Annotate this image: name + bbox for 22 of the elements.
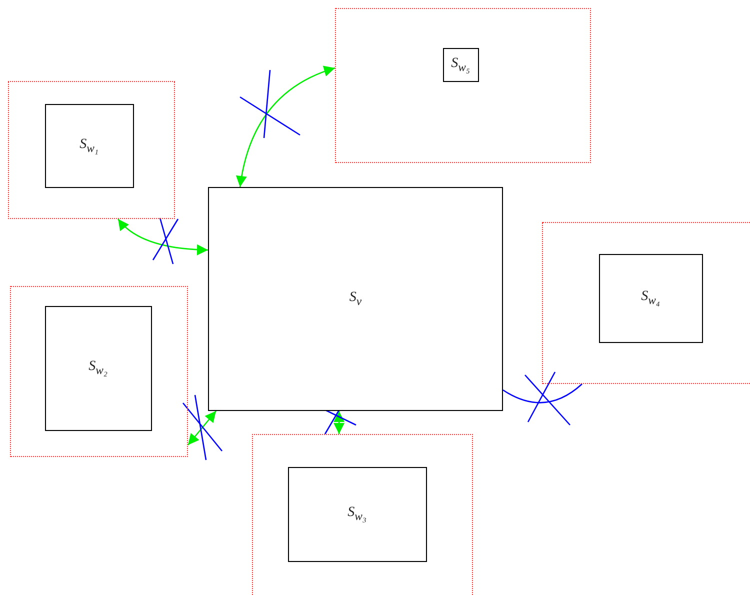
set-label: S$_{w₄}$ [641,289,660,307]
dotted-region [335,8,591,163]
set-label: S$_{w₃}$ [348,505,366,523]
set-label: S$_{w₅}$ [451,56,470,74]
double-arrow [188,410,216,446]
set-box [288,466,426,562]
set-box [442,48,478,82]
set-box [598,254,702,342]
set-box [44,104,134,188]
dotted-region [10,286,188,457]
set-label: S$_{w₂}$ [88,359,108,377]
set-label: S$_{v}$ [349,290,362,308]
dotted-region [8,81,175,219]
dotted-region [542,222,750,384]
dotted-region [252,434,473,595]
double-arrow [334,411,344,434]
double-arrow [118,218,208,256]
set-box [208,187,503,411]
double-arrow [236,66,336,188]
set-label: S$_{w₁}$ [80,136,98,154]
curved-line [502,384,582,404]
set-box [44,306,152,430]
